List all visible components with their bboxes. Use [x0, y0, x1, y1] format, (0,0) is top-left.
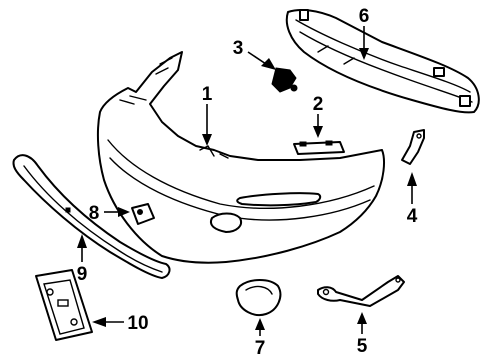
callout-labels: 1 2 3 4 5 6 7 8 9 10 [77, 6, 418, 359]
part-4-side-bracket [401, 129, 425, 165]
callout-7: 7 [255, 338, 266, 359]
part-2-bracket [293, 140, 345, 155]
part-7-fog-lamp [235, 279, 282, 316]
part-1-bumper-cover [96, 51, 385, 264]
callout-4: 4 [407, 206, 418, 227]
part-5-lower-bracket [317, 275, 405, 307]
callout-3: 3 [233, 38, 244, 59]
part-8-clip [131, 203, 155, 225]
part-10-plate-bracket [35, 269, 93, 341]
callout-1: 1 [202, 84, 213, 105]
part-3-fastener [271, 67, 298, 93]
leader-lines [77, 26, 417, 336]
part-9-molding-strip [12, 154, 171, 279]
callout-10: 10 [127, 313, 148, 334]
callout-5: 5 [357, 336, 368, 357]
callout-6: 6 [359, 6, 370, 27]
callout-8: 8 [89, 203, 100, 224]
callout-9: 9 [77, 264, 88, 285]
part-6-lamp-assembly [285, 9, 480, 114]
callout-2: 2 [313, 94, 324, 115]
